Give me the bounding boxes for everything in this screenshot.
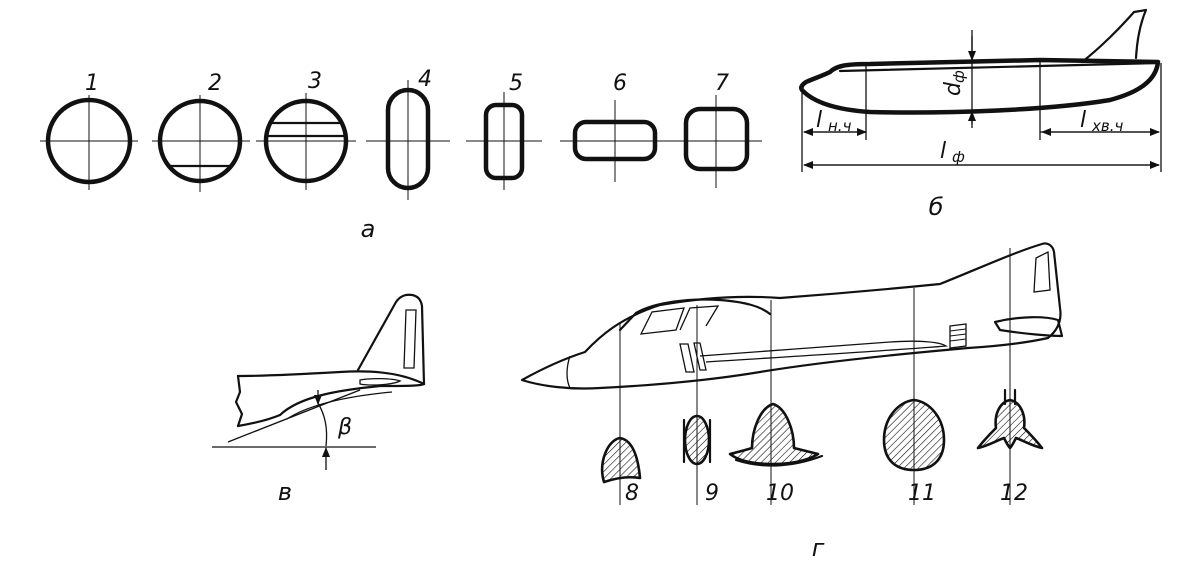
diameter-subscript: ф xyxy=(950,70,968,83)
section-6-horizontal-rect: 6 xyxy=(560,71,670,182)
panel-a-label: а xyxy=(361,215,376,243)
section-7-number: 7 xyxy=(715,71,729,96)
section-12-number: 12 xyxy=(1000,481,1028,506)
section-4-number: 4 xyxy=(418,67,432,92)
diameter-symbol: d xyxy=(941,81,966,96)
section-3-number: 3 xyxy=(308,69,322,94)
total-length-subscript: ф xyxy=(952,148,965,166)
panel-v-label: в xyxy=(278,478,292,506)
section-1-circle: 1 xyxy=(40,71,138,190)
section-7-rounded-square: 7 xyxy=(670,71,762,188)
panel-g-aircraft-sections: 8 9 10 11 12 г xyxy=(520,242,1064,562)
section-12-shape xyxy=(976,398,1044,450)
panel-b-label: б xyxy=(929,193,944,221)
section-6-number: 6 xyxy=(613,71,627,96)
total-length-symbol: l xyxy=(940,139,946,164)
angle-beta-label: β xyxy=(337,415,352,440)
section-11-number: 11 xyxy=(908,481,936,506)
section-5-number: 5 xyxy=(509,71,523,96)
panel-g-label: г xyxy=(812,534,825,562)
section-3-circle-double: 3 xyxy=(256,69,356,190)
section-5-vertical-rect: 5 xyxy=(466,71,542,190)
section-9-shape xyxy=(683,414,711,466)
section-8-shape xyxy=(600,436,642,484)
tail-length-subscript: хв.ч xyxy=(1091,117,1123,135)
section-4-vertical-oval: 4 xyxy=(366,67,450,200)
section-1-number: 1 xyxy=(85,71,99,96)
panel-v-tail-angle: β в xyxy=(212,293,426,506)
section-2-circle-flat: 2 xyxy=(152,71,250,192)
section-2-number: 2 xyxy=(208,71,222,96)
section-8-number: 8 xyxy=(625,481,639,506)
section-10-shape xyxy=(728,402,820,466)
section-10-number: 10 xyxy=(766,481,794,506)
nose-length-subscript: н.ч xyxy=(828,117,852,135)
section-9-number: 9 xyxy=(705,481,719,506)
nose-length-symbol: l xyxy=(816,108,822,133)
tail-length-symbol: l xyxy=(1080,108,1086,133)
section-11-shape xyxy=(882,398,946,472)
panel-a-cross-sections: 1 2 3 4 5 xyxy=(40,67,762,243)
panel-b-fuselage-dimensions: l н.ч l хв.ч l ф d ф б xyxy=(799,8,1162,221)
